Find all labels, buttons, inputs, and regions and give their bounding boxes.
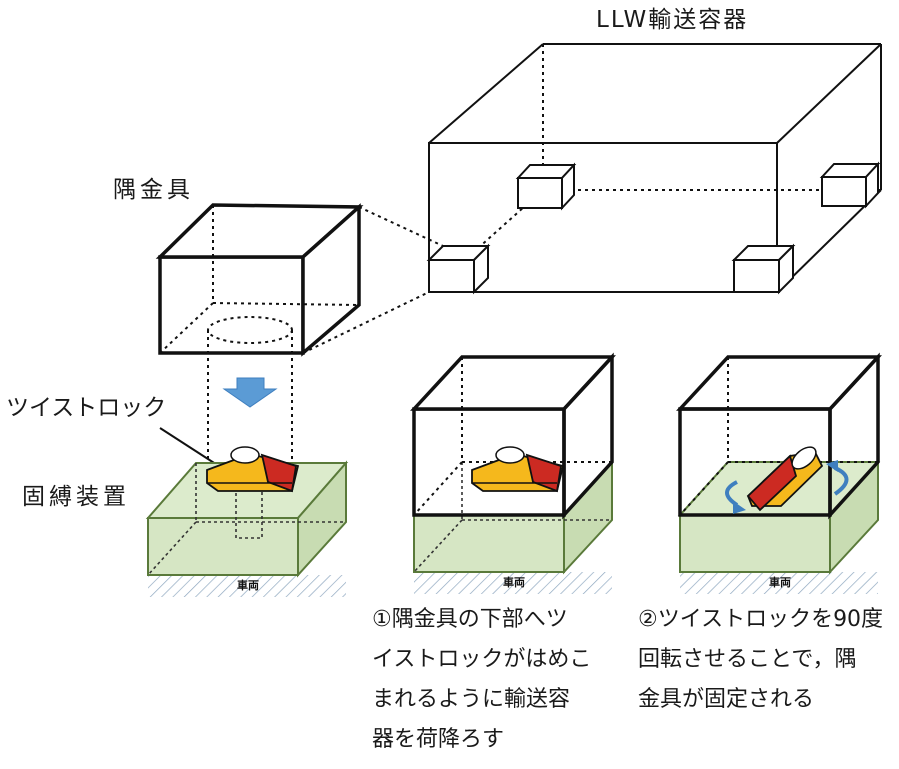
llw-container <box>428 43 882 293</box>
rotate-arrowhead-left-icon <box>733 501 746 514</box>
twistlock-3-rotated <box>746 446 824 512</box>
corner-fitting-front-left <box>426 243 491 295</box>
rotate-arrowhead-right-icon <box>826 460 838 472</box>
panel-3 <box>676 352 882 594</box>
container-label: LLW輸送容器 <box>596 7 749 33</box>
corner-fitting-front-right <box>731 243 796 295</box>
container-corner-fittings <box>426 161 881 295</box>
twistlock-label: ツイストロック <box>6 395 167 421</box>
corner-fitting-rear-left <box>515 162 577 211</box>
step-1-caption: ①隅金具の下部へツ イストロックがはめこ まれるように輸送容 器を荷降ろす <box>372 607 592 752</box>
step-2-caption: ②ツイストロックを90度 回転させることで，隅 金具が固定される <box>638 607 884 712</box>
base-block-1 <box>145 446 349 597</box>
corner-fitting-label: 隅金具 <box>113 177 194 203</box>
panel-2 <box>410 352 616 594</box>
corner-fitting-rear-right <box>819 161 881 209</box>
vehicle-label-3: 車両 <box>769 575 791 589</box>
vehicle-label-2: 車両 <box>503 575 525 589</box>
fastening-device-label: 固縛装置 <box>22 484 130 510</box>
twistlock-2 <box>471 446 565 493</box>
vehicle-label-1: 車両 <box>237 578 259 592</box>
twistlock-1 <box>206 446 300 493</box>
down-arrow-icon <box>222 377 278 408</box>
corner-fitting-enlarged <box>155 203 364 357</box>
zoom-projection-lines <box>302 206 444 354</box>
